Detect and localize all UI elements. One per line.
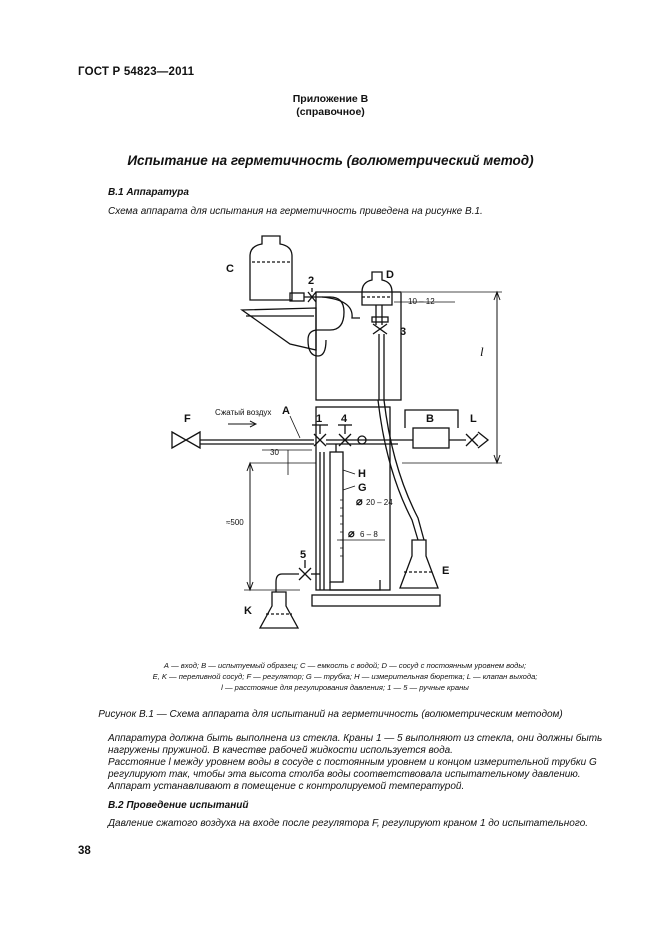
label-f: F <box>184 413 191 425</box>
label-2: 2 <box>308 275 314 287</box>
label-d10-12: 10 – 12 <box>408 297 435 306</box>
regulator-f <box>171 430 201 450</box>
figure-caption: Рисунок В.1 — Схема аппарата для испытан… <box>98 709 563 720</box>
section-1-intro: Схема аппарата для испытания на герметич… <box>108 206 483 217</box>
appendix-name: Приложение В <box>292 93 369 105</box>
shelf-c <box>240 307 317 351</box>
body-paragraph-3: Аппарат устанавливают в помещение с конт… <box>108 781 465 792</box>
label-l: l <box>480 344 484 359</box>
valve-5 <box>298 567 312 581</box>
label-dim500: ≈500 <box>226 518 244 527</box>
label-1: 1 <box>316 413 322 425</box>
overflow-vessel-k <box>258 591 300 629</box>
label-5: 5 <box>300 549 306 561</box>
label-h: H <box>358 468 366 480</box>
label-d6-8: 6 – 8 <box>360 530 378 539</box>
label-a: A <box>282 405 290 417</box>
valve-l <box>465 433 479 447</box>
burette-h <box>329 451 344 583</box>
label-e: E <box>442 565 449 577</box>
valve-4 <box>338 433 352 447</box>
upper-support-block <box>315 291 402 401</box>
label-air: Сжатый воздух <box>215 408 271 417</box>
body-paragraph-1: Аппаратура должна быть выполнена из стек… <box>108 733 603 756</box>
section-1-heading: В.1 Аппаратура <box>108 187 189 198</box>
section-2-text: Давление сжатого воздуха на входе после … <box>108 818 589 829</box>
page-number: 38 <box>78 845 91 857</box>
test-sample-b <box>412 427 450 449</box>
label-d: D <box>386 269 394 281</box>
hose-c-d <box>307 296 345 357</box>
svg-text:⌀: ⌀ <box>348 528 355 540</box>
valve-1 <box>313 433 327 447</box>
appendix-type: (справочное) <box>296 106 365 118</box>
label-d20-24: 20 – 24 <box>366 498 393 507</box>
label-c: C <box>226 263 234 275</box>
vessel-d <box>361 271 393 306</box>
label-4: 4 <box>341 413 348 425</box>
label-l-valve: L <box>470 413 477 425</box>
label-3: 3 <box>400 326 406 338</box>
svg-text:⌀: ⌀ <box>356 496 363 508</box>
label-g: G <box>358 482 367 494</box>
base-plate <box>311 594 441 607</box>
legend-line-2: Е, K — переливной сосуд; F — регулятор; … <box>152 672 538 681</box>
label-k: K <box>244 605 252 617</box>
overflow-vessel-e <box>399 539 439 589</box>
body-paragraph-2: Расстояние l между уровнем воды в сосуде… <box>108 757 597 780</box>
section-2-heading: В.2 Проведение испытаний <box>108 800 249 811</box>
standard-header: ГОСТ Р 54823—2011 <box>78 66 195 78</box>
legend-line-3: l — расстояние для регулирования давлени… <box>221 683 469 692</box>
label-dim30: 30 <box>270 448 279 457</box>
label-b: B <box>426 413 434 425</box>
vessel-c <box>249 235 293 301</box>
page-title: Испытание на герметичность (волюметричес… <box>127 153 534 168</box>
legend-line-1: А — вход; В — испытуемый образец; С — ем… <box>163 661 527 670</box>
